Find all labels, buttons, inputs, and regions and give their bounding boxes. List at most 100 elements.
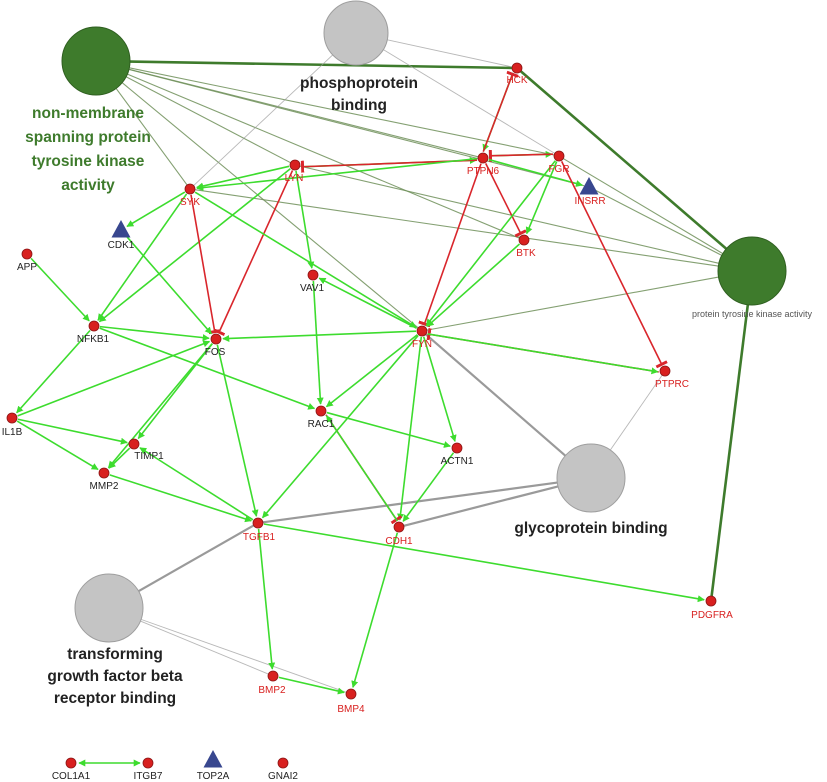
gene-label: LYN — [285, 173, 304, 184]
activation-edge-tgfb1-bmp2 — [257, 528, 276, 670]
gene-node-bmp4[interactable]: BMP4 — [337, 688, 365, 715]
gene-node-cdk1[interactable]: CDK1 — [108, 220, 135, 251]
legend-label: ITGB7 — [134, 771, 163, 782]
activation-edge-syk-fyn — [194, 191, 417, 329]
go-edge-ptka-lyn — [299, 165, 720, 264]
activation-edge-fyn-vav1 — [318, 277, 418, 329]
gene-node-actn1[interactable]: ACTN1 — [441, 442, 474, 467]
triangle-node-icon — [111, 220, 131, 238]
gene-label: APP — [17, 262, 37, 273]
circle-node-icon — [88, 320, 100, 332]
go-edge-ptka-insrr — [593, 188, 723, 256]
gene-node-tgfb1[interactable]: TGFB1 — [243, 517, 276, 543]
circle-node-icon — [21, 248, 33, 260]
circle-node-icon — [128, 438, 140, 450]
go-term-label-line: tyrosine kinase — [32, 153, 145, 170]
go-edge-glyco-ptprc — [609, 374, 663, 451]
gene-label: CDH1 — [385, 536, 413, 547]
gene-node-pdgfra[interactable]: PDGFRA — [691, 595, 733, 621]
gene-label: PTPRC — [655, 379, 689, 390]
activation-edge-actn1-cdh1 — [402, 452, 455, 522]
gene-node-il1b[interactable]: IL1B — [2, 412, 23, 438]
gene-node-fos[interactable]: FOS — [205, 333, 226, 358]
go-association-edges — [115, 39, 750, 693]
gene-node-ptpn6[interactable]: PTPN6 — [467, 152, 500, 177]
gene-node-btk[interactable]: BTK — [516, 234, 536, 259]
circle-node-icon — [289, 159, 301, 171]
go-term-circle — [717, 236, 787, 306]
activation-edge-cdh1-rac1 — [325, 415, 398, 522]
gene-label: BMP2 — [258, 685, 286, 696]
go-edge-glyco-fyn — [425, 333, 567, 457]
gene-node-app[interactable]: APP — [17, 248, 37, 273]
circle-node-icon — [659, 365, 671, 377]
legend-item-top2a: TOP2A — [197, 750, 230, 782]
gene-label: TGFB1 — [243, 532, 276, 543]
gene-label: HCK — [506, 75, 527, 86]
gene-node-fyn[interactable]: FYN — [412, 325, 432, 350]
activation-edge-fyn-actn1 — [422, 336, 457, 442]
gene-label: MMP2 — [90, 481, 119, 492]
go-term-label: protein tyrosine kinase activity — [692, 309, 813, 319]
gene-label: FOS — [205, 347, 226, 358]
gene-node-bmp2[interactable]: BMP2 — [258, 670, 286, 696]
gene-node-lyn[interactable]: LYN — [285, 159, 304, 184]
go-term-label-line: binding — [331, 97, 387, 114]
go-term-node-ptka[interactable]: protein tyrosine kinase activity — [692, 236, 813, 319]
circle-node-icon — [267, 670, 279, 682]
go-term-node-glyco[interactable]: glycoprotein binding — [514, 443, 668, 537]
activation-edge-ptpn6-syk — [196, 157, 478, 192]
gene-node-mmp2[interactable]: MMP2 — [90, 467, 119, 492]
gene-node-rac1[interactable]: RAC1 — [308, 405, 335, 430]
go-edge-ptka-pdgfra — [710, 304, 750, 597]
activation-edge-rac1-actn1 — [326, 411, 451, 448]
gene-node-vav1[interactable]: VAV1 — [300, 269, 325, 294]
activation-edge-ptpn6-insrr — [488, 158, 583, 187]
gene-node-syk[interactable]: SYK — [180, 183, 200, 208]
gene-label: SYK — [180, 197, 200, 208]
circle-node-icon — [393, 521, 405, 533]
gene-label: BTK — [516, 248, 536, 259]
circle-node-icon — [307, 269, 319, 281]
inhibition-edge-syk-fos — [190, 194, 221, 335]
gene-node-cdh1[interactable]: CDH1 — [385, 521, 413, 547]
gene-node-fgr[interactable]: FGR — [548, 150, 570, 175]
circle-node-icon — [98, 467, 110, 479]
gene-label: ACTN1 — [441, 456, 474, 467]
activation-edge-fyn-tgfb1 — [261, 335, 419, 519]
go-term-label-line: transforming — [67, 646, 163, 663]
go-term-circle — [74, 573, 144, 643]
inhibition-edge-lyn-fos — [213, 170, 294, 337]
activation-edge-cdk1-fos — [124, 233, 213, 335]
gene-node-hck[interactable]: HCK — [506, 62, 528, 86]
legend-label: COL1A1 — [52, 771, 91, 782]
go-edge-ptka-fyn — [426, 276, 719, 331]
activation-edge-fos-tgfb1 — [216, 344, 259, 517]
go-edge-phospho-hck — [387, 39, 513, 68]
gene-interaction-edges — [16, 70, 705, 695]
go-term-circle — [61, 26, 131, 96]
gene-node-timp1[interactable]: TIMP1 — [128, 438, 164, 462]
go-edge-nonmem-fyn — [121, 82, 419, 329]
circle-node-icon — [553, 150, 565, 162]
gene-label: VAV1 — [300, 283, 325, 294]
circle-node-icon — [252, 517, 264, 529]
inhibition-edge-ptpn6-hck — [482, 70, 519, 152]
go-edge-ptka-hck — [519, 70, 728, 250]
gene-node-nfkb1[interactable]: NFKB1 — [77, 320, 110, 345]
activation-edge-fyn-cdh1 — [397, 336, 423, 521]
activation-edge-nfkb1-rac1 — [99, 327, 316, 410]
activation-edge-fgr-btk — [525, 161, 558, 235]
go-edge-tgfb-bmp2 — [140, 620, 269, 675]
circle-node-icon — [477, 152, 489, 164]
activation-edge-app-nfkb1 — [30, 257, 90, 322]
activation-edge-syk-cdk1 — [126, 191, 186, 228]
circle-node-icon — [277, 757, 289, 769]
go-edge-nonmem-syk — [115, 88, 188, 186]
gene-node-insrr[interactable]: INSRR — [574, 177, 606, 207]
gene-node-ptprc[interactable]: PTPRC — [655, 365, 689, 390]
